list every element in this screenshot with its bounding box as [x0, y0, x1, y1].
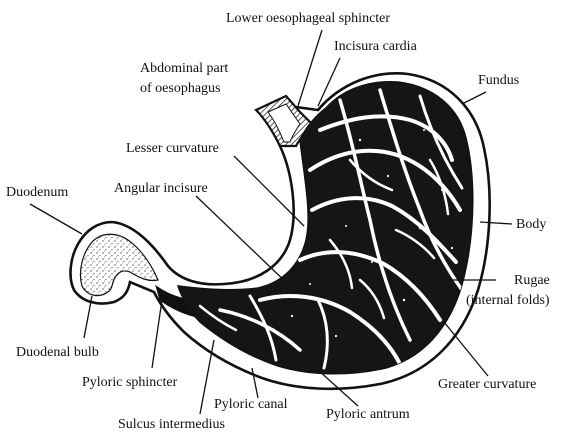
label-abdominal-part-line1: Abdominal part	[140, 61, 228, 76]
label-duodenum: Duodenum	[6, 185, 68, 200]
arrow-greater-curvature	[444, 322, 488, 376]
label-lower-oesophageal-sphincter: Lower oesophageal sphincter	[226, 11, 390, 26]
arrow-pyloric-sphincter	[152, 300, 162, 368]
label-body: Body	[516, 217, 546, 232]
stomach-lumen	[178, 82, 473, 374]
arrow-angular-incisure	[196, 196, 290, 286]
label-sulcus-intermedius: Sulcus intermedius	[118, 417, 225, 432]
label-pyloric-canal: Pyloric canal	[214, 397, 288, 412]
arrow-duodenum	[30, 204, 82, 234]
label-rugae-line2: (internal folds)	[466, 293, 550, 308]
label-duodenal-bulb: Duodenal bulb	[16, 345, 99, 360]
label-angular-incisure: Angular incisure	[114, 181, 208, 196]
label-rugae-line1: Rugae	[514, 273, 550, 288]
label-incisura-cardia: Incisura cardia	[334, 39, 418, 54]
label-greater-curvature: Greater curvature	[438, 377, 536, 392]
label-lesser-curvature: Lesser curvature	[126, 141, 219, 156]
label-pyloric-antrum: Pyloric antrum	[326, 407, 410, 422]
label-fundus: Fundus	[478, 73, 519, 88]
arrow-fundus	[462, 92, 486, 104]
arrow-lower-oesophageal-sphincter	[298, 30, 322, 106]
label-pyloric-sphincter: Pyloric sphincter	[82, 375, 178, 390]
label-abdominal-part-line2: of oesophagus	[140, 81, 221, 96]
